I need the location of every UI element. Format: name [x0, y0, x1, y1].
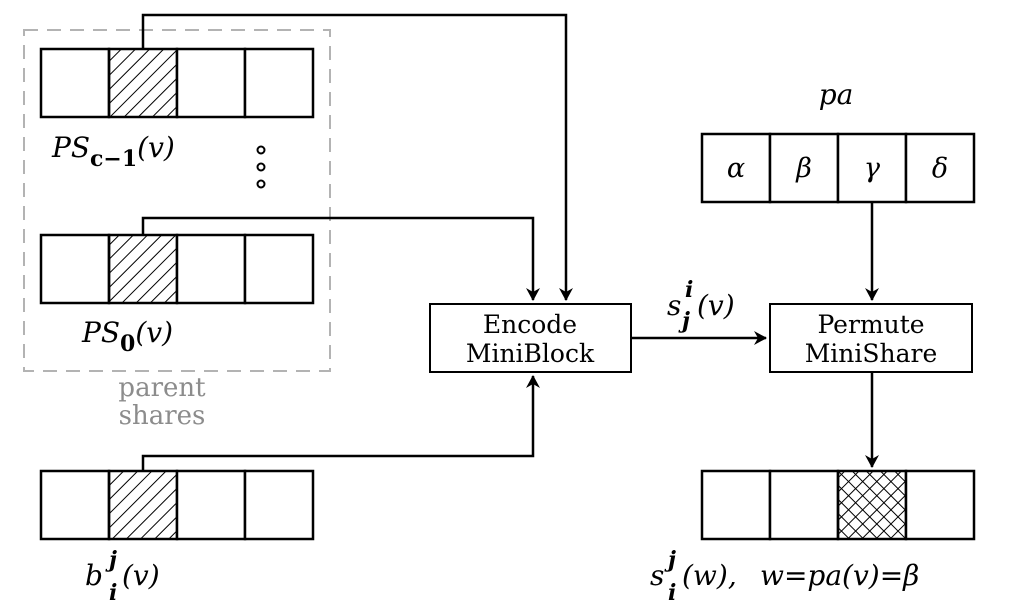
connectors	[141, 13, 879, 471]
diagonal-hatch-icon	[107, 47, 179, 119]
permute-box	[769, 303, 973, 373]
arrow-ps-top-to-encode	[141, 13, 573, 301]
encode-line2: MiniBlock	[466, 339, 595, 368]
diagonal-hatch-icon	[107, 233, 179, 305]
out-cell-0	[700, 469, 772, 541]
b-label-main: b	[85, 559, 103, 592]
output-array: s j i (w), w=pa(v)=β	[650, 469, 976, 606]
parent-shares-group: parent shares	[23, 29, 331, 431]
ps-top-cell-3	[243, 47, 315, 119]
permute-line1: Permute	[817, 310, 924, 339]
pa-cell-beta	[768, 132, 840, 204]
out-label-arg: (w),	[682, 559, 737, 592]
crosshatch-icon	[836, 469, 908, 541]
pa-title: pa	[819, 78, 854, 111]
b-label-arg: (v)	[122, 559, 160, 592]
out-cell-3	[904, 469, 976, 541]
edge-label-main: s	[667, 289, 681, 322]
edge-label-sup: i	[685, 277, 693, 303]
encode-line1: Encode	[483, 310, 577, 339]
ps-c-minus-1-array: PSc−1(v)	[39, 47, 315, 172]
ellipsis-icon	[256, 145, 266, 189]
pa-value-2: γ	[864, 153, 881, 184]
out-label-main: s	[650, 559, 664, 592]
parent-shares-label-line2: shares	[119, 401, 206, 431]
out-label-sup: j	[664, 547, 676, 573]
ps-top-cell-0	[39, 47, 111, 119]
ps-top-cell-2	[175, 47, 247, 119]
pa-array: pa α β γ δ	[700, 78, 976, 204]
out-label-eq: w=pa(v)=β	[760, 559, 919, 592]
encode-miniblock-block: Encode MiniBlock	[429, 303, 632, 373]
pa-cell-gamma	[836, 132, 908, 204]
ps0-cell-0	[39, 233, 111, 305]
out-label-sub: i	[668, 580, 676, 606]
edge-label-arg: (v)	[697, 289, 735, 322]
b-label-sup: j	[105, 547, 117, 573]
ps-top-label: PSc−1(v)	[51, 131, 175, 172]
pa-value-0: α	[727, 153, 745, 184]
parent-shares-label-line1: parent	[118, 373, 206, 403]
b-label-sub: i	[109, 580, 117, 606]
ps0-cell-2	[175, 233, 247, 305]
permute-line2: MiniShare	[805, 339, 938, 368]
edge-label: s i j (v)	[667, 277, 735, 334]
pa-cell-delta	[904, 132, 976, 204]
pa-value-3: δ	[932, 153, 948, 184]
b-cell-3	[243, 469, 315, 541]
arrow-b-to-encode	[141, 375, 540, 471]
diagonal-hatch-icon	[107, 469, 179, 541]
ps-0-array: PS0(v)	[39, 233, 315, 357]
b-cell-2	[175, 469, 247, 541]
b-cell-0	[39, 469, 111, 541]
pa-value-1: β	[795, 153, 812, 184]
ps0-label: PS0(v)	[81, 316, 173, 357]
out-cell-1	[768, 469, 840, 541]
encode-box	[429, 303, 632, 373]
b-array: b j i (v)	[39, 469, 315, 606]
permute-minishare-block: Permute MiniShare	[769, 303, 973, 373]
ps0-cell-3	[243, 233, 315, 305]
arrow-ps0-to-encode	[141, 216, 540, 301]
